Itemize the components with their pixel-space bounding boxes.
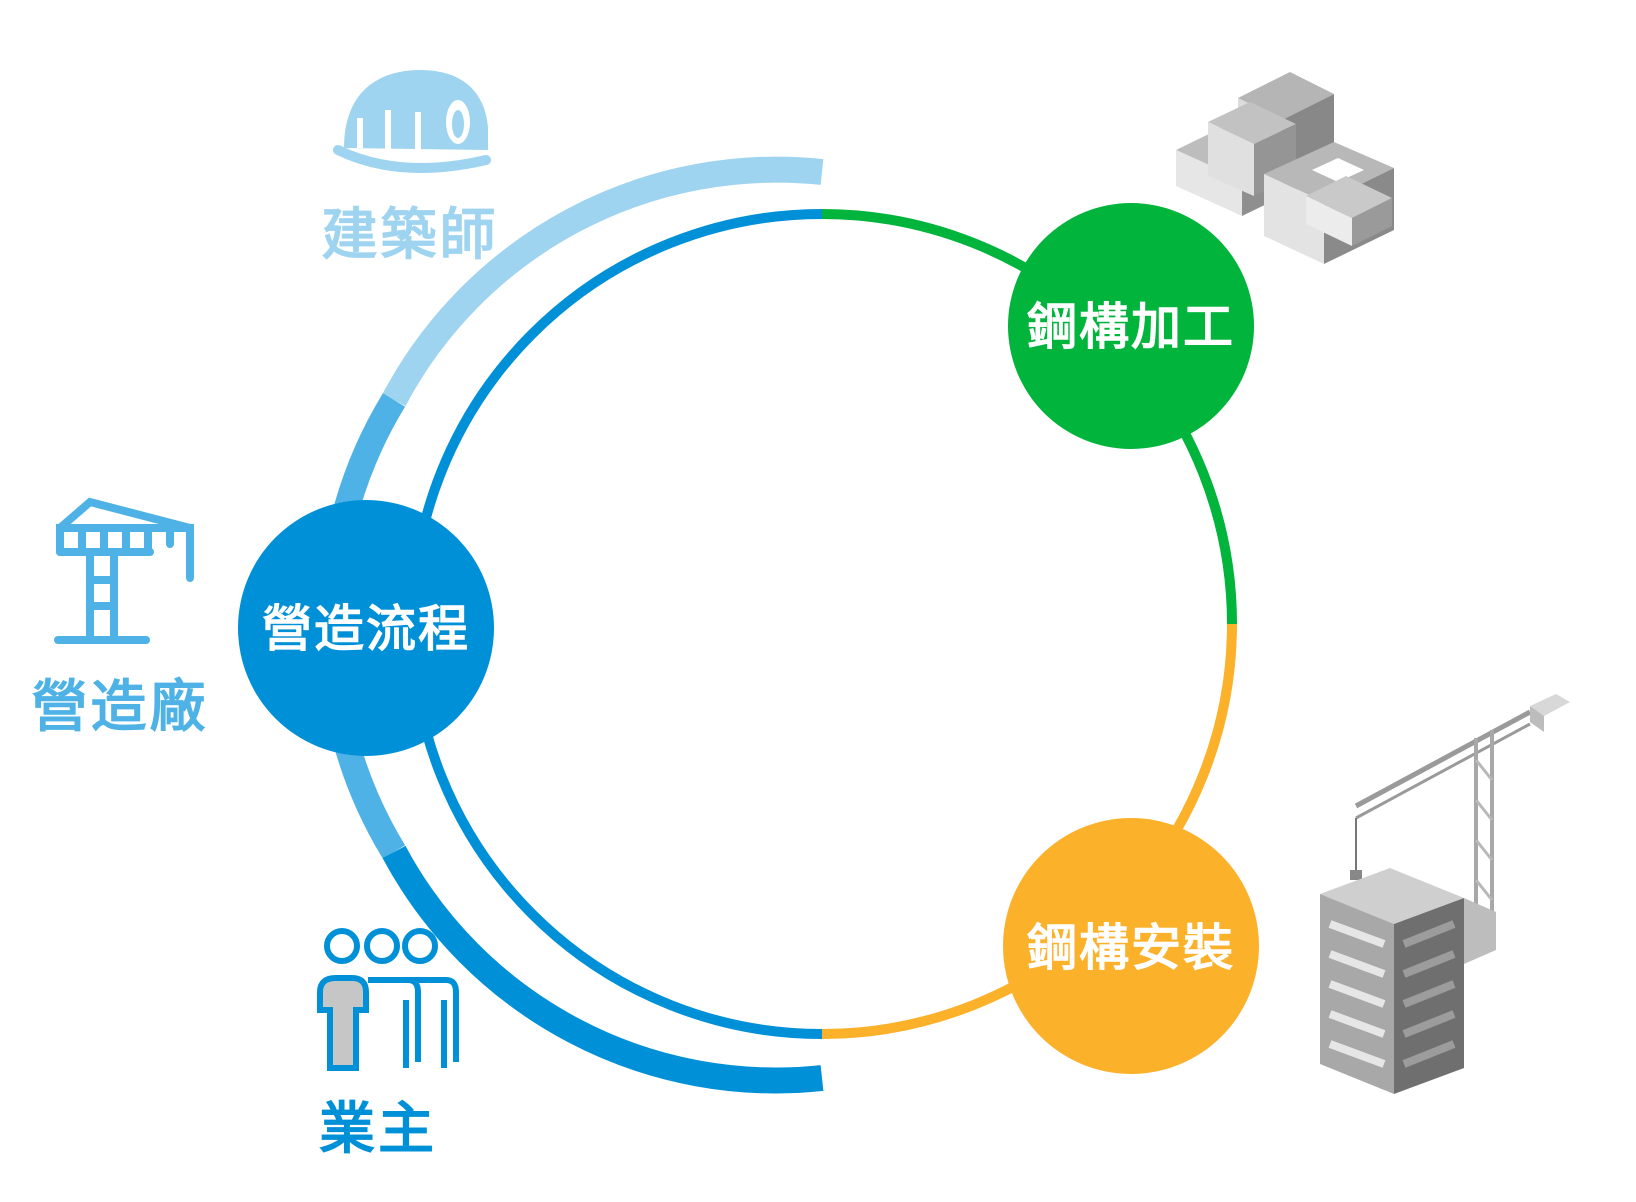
node-construction-process: 營造流程 xyxy=(238,500,494,756)
role-label-owner: 業主 xyxy=(319,1097,437,1162)
node-steel-installation: 鋼構安裝 xyxy=(1003,818,1259,1074)
node-label-construction-process: 營造流程 xyxy=(262,600,470,658)
owner-band-arc xyxy=(382,845,824,1094)
architect-band-arc xyxy=(382,156,824,407)
node-label-steel-fabrication: 鋼構加工 xyxy=(1027,298,1235,356)
people-group-icon xyxy=(317,928,459,1071)
hard-hat-icon xyxy=(333,70,491,173)
building-with-crane-icon xyxy=(1320,694,1570,1094)
tower-crane-icon xyxy=(54,497,194,644)
isometric-steel-blocks-icon xyxy=(1176,72,1394,264)
node-steel-fabrication: 鋼構加工 xyxy=(1008,203,1254,449)
role-label-architect: 建築師 xyxy=(322,203,499,268)
role-label-contractor: 營造廠 xyxy=(32,675,209,740)
node-label-steel-installation: 鋼構安裝 xyxy=(1027,919,1235,977)
